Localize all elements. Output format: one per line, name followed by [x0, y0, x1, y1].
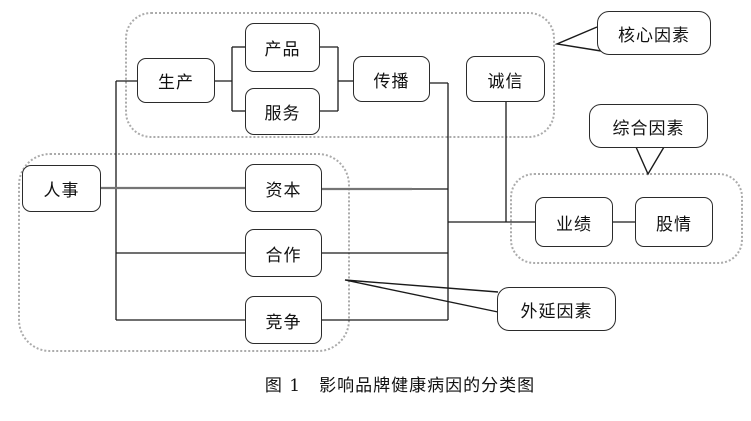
node-integrity: 诚信 — [466, 56, 545, 102]
node-competition: 竞争 — [245, 296, 322, 344]
node-production: 生产 — [137, 58, 215, 103]
comprehensive-callout-tail — [635, 146, 665, 176]
extension-callout-tail — [344, 279, 499, 313]
node-performance: 业绩 — [535, 197, 613, 247]
node-product: 产品 — [245, 23, 320, 72]
node-cooperation: 合作 — [245, 229, 322, 277]
comprehensive-factors-callout: 综合因素 — [589, 104, 708, 148]
core-factors-group-outline — [125, 12, 555, 138]
core-factors-callout: 核心因素 — [597, 11, 711, 55]
node-service: 服务 — [245, 88, 320, 135]
node-stock: 股情 — [635, 197, 713, 247]
core-callout-tail — [554, 26, 602, 52]
node-personnel: 人事 — [22, 165, 101, 212]
comprehensive-factors-group-outline — [510, 173, 743, 264]
node-capital: 资本 — [245, 164, 322, 212]
extension-factors-callout: 外延因素 — [497, 287, 616, 331]
figure-caption: 图 1 影响品牌健康病因的分类图 — [264, 376, 536, 396]
node-communication: 传播 — [353, 56, 430, 102]
